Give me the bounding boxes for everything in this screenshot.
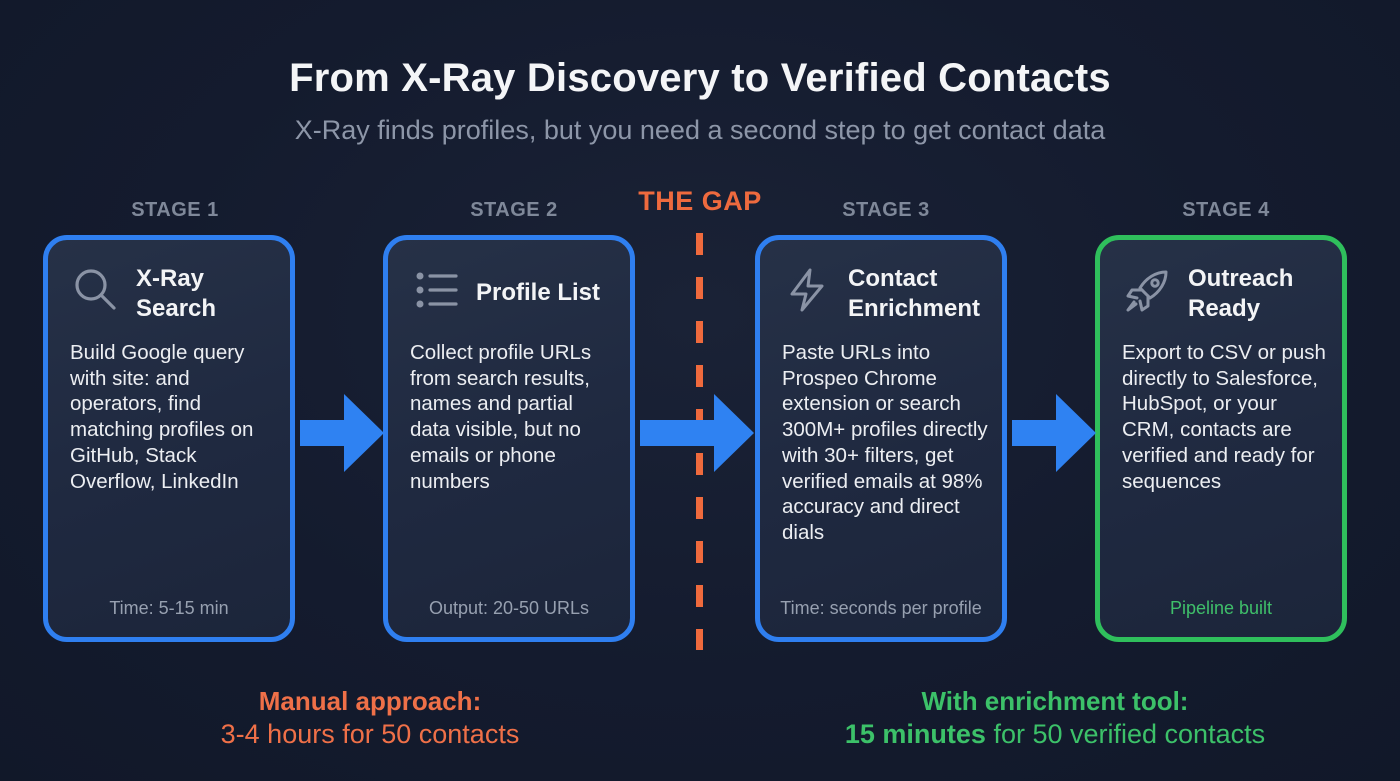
stage-3-title-line-1: Contact (848, 265, 938, 292)
lightning-icon (782, 264, 834, 316)
stage-4-title-line-1: Outreach (1188, 265, 1294, 292)
enrichment-time-highlight: 15 minutes (844, 719, 986, 749)
manual-approach-body: 3-4 hours for 50 contacts (220, 719, 520, 749)
diagram-title: From X-Ray Discovery to Verified Contact… (289, 56, 1111, 100)
stage-3-description: Paste URLs into Prospeo Chrome extension… (782, 341, 988, 544)
diagram-subtitle: X-Ray finds profiles, but you need a sec… (294, 115, 1106, 145)
stage-3-card: Contact Enrichment Paste URLs into Prosp… (755, 235, 1007, 642)
enrichment-tool-body-rest: for 50 verified contacts (985, 719, 1266, 749)
stage-4-description: Export to CSV or push directly to Salesf… (1122, 341, 1326, 493)
stage-2-footer: Output: 20-50 URLs (428, 598, 590, 618)
search-icon (70, 264, 122, 316)
stage-1-footer: Time: 5-15 min (109, 598, 229, 618)
stage-2-description: Collect profile URLs from search results… (410, 341, 592, 493)
stage-4-title-line-2: Ready (1188, 295, 1261, 322)
stage-2-title: Profile List (476, 279, 601, 306)
enrichment-tool-heading: With enrichment tool: (921, 686, 1189, 716)
stage-1-card: X-Ray Search Build Google query with sit… (43, 235, 295, 642)
manual-approach-heading: Manual approach: (258, 686, 482, 716)
stage-4-footer: Pipeline built (1169, 598, 1273, 618)
stage-3-title-line-2: Enrichment (848, 295, 981, 322)
stage-1-label: STAGE 1 (131, 199, 219, 221)
stage-3-label: STAGE 3 (842, 199, 930, 221)
arrow-right-icon (300, 394, 384, 472)
manual-approach-summary: Manual approach: 3-4 hours for 50 contac… (120, 686, 620, 752)
stage-1-title-line-1: X-Ray (136, 265, 205, 292)
stage-2-card: Profile List Collect profile URLs from s… (383, 235, 635, 642)
stage-2-label: STAGE 2 (470, 199, 558, 221)
gap-label: THE GAP (638, 186, 762, 216)
stage-4-card: Outreach Ready Export to CSV or push dir… (1095, 235, 1347, 642)
enrichment-tool-summary: With enrichment tool: 15 minutes for 50 … (780, 686, 1330, 752)
arrow-right-icon (640, 394, 754, 472)
list-icon (412, 264, 464, 316)
stage-1-description: Build Google query with site: and operat… (70, 341, 254, 493)
stage-3-title: Contact Enrichment (848, 264, 992, 324)
stage-1-title-line-2: Search (136, 295, 217, 322)
arrow-right-icon (1012, 394, 1096, 472)
stage-3-footer: Time: seconds per profile (780, 598, 982, 618)
enrichment-tool-body: 15 minutes for 50 verified contacts (780, 716, 1330, 752)
stage-1-title: X-Ray Search (136, 264, 280, 324)
stage-4-label: STAGE 4 (1182, 199, 1270, 221)
stage-4-title: Outreach Ready (1188, 264, 1332, 324)
rocket-icon (1122, 264, 1174, 316)
